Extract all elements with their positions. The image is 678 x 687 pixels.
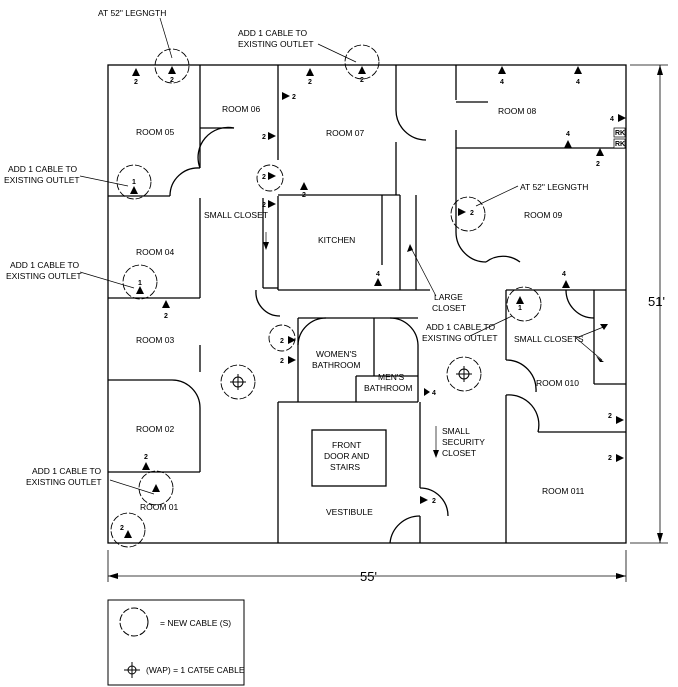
count-room010-cloud: 1 xyxy=(518,305,522,312)
count-top-room07: 2 xyxy=(308,79,312,86)
front-door-label-3: STAIRS xyxy=(330,462,360,472)
dimension-arrows xyxy=(108,65,663,579)
vestibule-label: VESTIBULE xyxy=(326,507,373,517)
large-closet-label-2: CLOSET xyxy=(432,303,466,313)
count-top-room08-a: 4 xyxy=(500,79,504,86)
note-add-cable-room010-2: EXISTING OUTLET xyxy=(422,333,498,343)
wap-icon-corridor xyxy=(456,366,472,382)
room-09-label: ROOM 09 xyxy=(524,210,563,220)
count-room08-low: 4 xyxy=(566,131,570,138)
note-add-cable-top-1: ADD 1 CABLE TO xyxy=(238,28,308,38)
note-add-cable-room05-1: ADD 1 CABLE TO xyxy=(8,164,78,174)
room-04-label: ROOM 04 xyxy=(136,247,175,257)
large-closet-label-1: LARGE xyxy=(434,292,463,302)
count-room06-wall: 2 xyxy=(262,134,266,141)
count-room08-right: 4 xyxy=(610,116,614,123)
count-corridor-b: 2 xyxy=(280,358,284,365)
count-room011-b: 2 xyxy=(608,455,612,462)
count-corridor-a: 2 xyxy=(280,338,284,345)
small-closet-label: SMALL CLOSET xyxy=(204,210,268,220)
wap-icon-room-left xyxy=(230,374,246,390)
count-room010-top: 4 xyxy=(562,271,566,278)
count-room05-cloud: 1 xyxy=(132,179,136,186)
legend-box xyxy=(107,599,245,686)
rack-label-2: RK xyxy=(615,141,625,148)
count-room011-a: 2 xyxy=(608,413,612,420)
rack-label-1: RK xyxy=(615,130,625,137)
front-door-label-2: DOOR AND xyxy=(324,451,369,461)
count-room01-bottom: 2 xyxy=(120,525,124,532)
room-06-label: ROOM 06 xyxy=(222,104,261,114)
note-add-cable-room010-1: ADD 1 CABLE TO xyxy=(426,322,496,332)
room-02-label: ROOM 02 xyxy=(136,424,175,434)
count-top-room05: 2 xyxy=(134,79,138,86)
room-01-label: ROOM 01 xyxy=(140,502,179,512)
note-add-cable-room01-1: ADD 1 CABLE TO xyxy=(32,466,102,476)
count-room04-cloud: 1 xyxy=(138,280,142,287)
width-dimension: 55' xyxy=(360,569,377,584)
mens-bathroom-label-2: BATHROOM xyxy=(364,383,412,393)
legend-new-cable: = NEW CABLE (S) xyxy=(160,618,231,628)
kitchen-label: KITCHEN xyxy=(318,235,355,245)
rack-marker-1: RK xyxy=(613,127,626,138)
count-security: 2 xyxy=(432,498,436,505)
security-closet-label-2: SECURITY xyxy=(442,437,485,447)
count-top-cloud-left: 2 xyxy=(170,77,174,84)
note-add-cable-room04-1: ADD 1 CABLE TO xyxy=(10,260,80,270)
count-kitchen: 4 xyxy=(376,271,380,278)
count-room08-corner: 2 xyxy=(596,161,600,168)
count-room09-cloud: 2 xyxy=(470,210,474,217)
count-top-room08-b: 4 xyxy=(576,79,580,86)
note-add-cable-top-2: EXISTING OUTLET xyxy=(238,39,314,49)
room-05-label: ROOM 05 xyxy=(136,127,175,137)
womens-bathroom-label-1: WOMEN'S xyxy=(316,349,357,359)
room-07-label: ROOM 07 xyxy=(326,128,365,138)
height-dimension: 51' xyxy=(648,294,665,309)
new-cable-clouds xyxy=(110,44,542,548)
security-closet-label-1: SMALL xyxy=(442,426,470,436)
womens-bathroom-label-2: BATHROOM xyxy=(312,360,360,370)
count-room03-top: 2 xyxy=(164,313,168,320)
mens-bathroom-label-1: MEN'S xyxy=(378,372,405,382)
count-closet-cloud: 2 xyxy=(262,174,266,181)
note-at52-top: AT 52" LEGNGTH xyxy=(98,8,166,18)
security-closet-label-3: CLOSET xyxy=(442,448,476,458)
count-top-cloud-mid: 2 xyxy=(360,77,364,84)
note-at52-room09: AT 52" LEGNGTH xyxy=(520,182,588,192)
front-door-label-1: FRONT xyxy=(332,440,361,450)
count-mens: 4 xyxy=(432,390,436,397)
arrow-heads xyxy=(263,242,608,458)
walls xyxy=(107,64,627,544)
count-room06: 2 xyxy=(292,94,296,101)
small-closets-label: SMALL CLOSETS xyxy=(514,334,584,344)
note-add-cable-room01-2: EXISTING OUTLET xyxy=(26,477,102,487)
legend-wap: (WAP) = 1 CAT5E CABLE xyxy=(146,665,245,675)
room-03-label: ROOM 03 xyxy=(136,335,175,345)
count-room01-cloud: 1 xyxy=(154,487,158,494)
room-011-label: ROOM 011 xyxy=(542,486,585,496)
rack-marker-2: RK xyxy=(613,138,626,149)
count-room01-top: 2 xyxy=(144,454,148,461)
outlet-markers xyxy=(124,66,626,538)
dimension-lines xyxy=(107,64,668,582)
count-closet-wall: 2 xyxy=(262,202,266,209)
note-add-cable-room04-2: EXISTING OUTLET xyxy=(6,271,82,281)
room-08-label: ROOM 08 xyxy=(498,106,537,116)
count-room07-low: 2 xyxy=(302,192,306,199)
note-add-cable-room05-2: EXISTING OUTLET xyxy=(4,175,80,185)
leader-lines xyxy=(79,17,607,495)
cable-counts: 2 2 2 2 4 4 2 2 2 2 2 4 4 2 1 1 2 2 4 4 … xyxy=(120,77,614,532)
room-010-label: ROOM 010 xyxy=(536,378,579,388)
